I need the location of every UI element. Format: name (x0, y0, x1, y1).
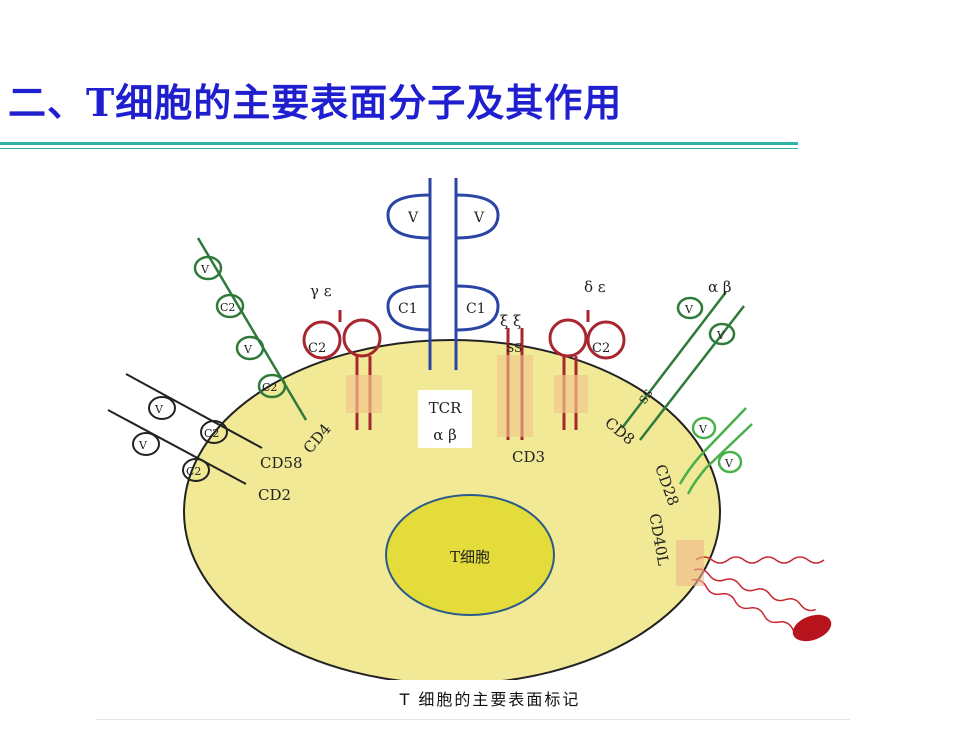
cd3-left-membrane (346, 375, 382, 413)
cd3-left-c2: C2 (308, 341, 326, 356)
cd28-v-2: V (724, 457, 734, 470)
cd4-v-2: V (243, 343, 253, 356)
cd28 (678, 407, 753, 495)
title-underline (0, 142, 798, 145)
cd3-zeta-label: ξ ξ (500, 312, 521, 330)
cd8-v-1: V (684, 303, 694, 316)
nucleus (385, 494, 555, 616)
tcr-v-right: V (473, 210, 485, 226)
tcr-c1-left: C1 (398, 301, 418, 317)
tcr-chains: α β (433, 426, 457, 444)
cd8-v-2: V (716, 329, 726, 342)
cd2-cd58 (107, 373, 263, 485)
cd2-c2-1: C2 (204, 427, 219, 440)
t-cell-diagram: T细胞 V V C1 C1 TCR α β γ ε C2 ξ ξ SS (107, 178, 832, 680)
cd40l (691, 556, 825, 638)
cd3-right-chains: δ ε (584, 278, 606, 296)
caption-divider (96, 719, 850, 720)
tcr (386, 178, 500, 370)
cd3-label: CD3 (512, 448, 545, 466)
slide-title: 二、T细胞的主要表面分子及其作用 (8, 80, 623, 125)
tcr-label: TCR (429, 399, 462, 417)
figure-caption: T 细胞的主要表面标记 (399, 690, 581, 709)
cd3-zeta-ss: SS (506, 341, 522, 355)
cd2-label: CD2 (258, 486, 291, 504)
tcr-c1-right: C1 (466, 301, 486, 317)
cd40l-ligand (792, 614, 832, 642)
cd40l-membrane (676, 540, 704, 586)
cd3-left-chains: γ ε (310, 282, 332, 300)
tcr-v-left: V (407, 210, 419, 226)
cd4-c2-2: C2 (262, 381, 277, 394)
cd28-v-1: V (698, 423, 708, 436)
cd8-chains: α β (708, 278, 732, 296)
cd2-c2-2: C2 (186, 465, 201, 478)
cd8 (621, 291, 745, 441)
title-underline-thin (0, 148, 798, 149)
cd2-v-2: V (138, 439, 148, 452)
tcr-label-box (418, 390, 472, 448)
cd3-right-membrane (554, 375, 588, 413)
cd3-zeta-membrane (497, 355, 533, 437)
cd4 (193, 237, 308, 421)
cell-label: T细胞 (450, 548, 490, 566)
cd58-label: CD58 (260, 454, 303, 472)
cd3-right-c2: C2 (592, 341, 610, 356)
cd2-v-1: V (154, 403, 164, 416)
cd4-c2-1: C2 (220, 301, 235, 314)
cd4-v-1: V (200, 263, 210, 276)
